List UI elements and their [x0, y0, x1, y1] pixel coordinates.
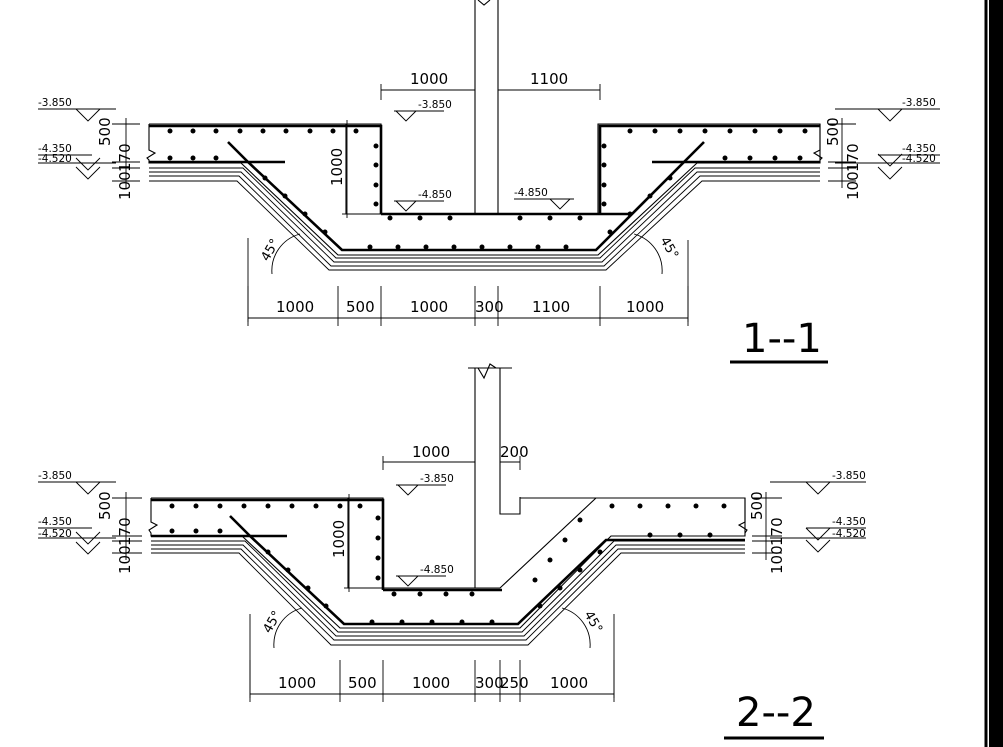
rebar-dots-2	[169, 503, 727, 625]
angle-left-1: 45°	[258, 237, 283, 264]
angle-left-2: 45°	[260, 609, 285, 636]
dim-right-500-1: 500	[824, 117, 842, 146]
dim-bottom-2-5: 250	[500, 674, 529, 692]
dim-right-500-2: 500	[748, 491, 766, 520]
elev-left-low-1: -4.520	[38, 153, 72, 165]
left-elevations-1: -3.850 -4.350 -4.520 500 170 100	[38, 97, 140, 200]
section-title-2: 2--2	[724, 690, 824, 740]
elev-right-mid-1: -4.350	[902, 143, 936, 155]
dim-left-500-1: 500	[96, 117, 114, 146]
right-elevations-1: -3.850 -4.350 -4.520 500 170 100	[824, 97, 940, 200]
dim-right-170-2: 170	[768, 517, 786, 546]
dim-left-170-2: 170	[116, 517, 134, 546]
bottom-dims-2: 1000 500 1000 300 250 1000	[249, 660, 615, 702]
dim-top-1-2: 1100	[530, 70, 568, 88]
elev-left-low-2: -4.520	[38, 528, 72, 540]
elev-right-top-2: -3.850	[832, 470, 866, 482]
section-1-1: -3.850 -4.350 -4.520 500 170 100 -3.850 …	[38, 0, 940, 364]
cushion-layers-2	[151, 540, 745, 646]
elev-left-mid-2: -4.350	[38, 516, 72, 528]
elev-right-mid-2: -4.350	[832, 516, 866, 528]
dim-bottom-1-3: 1000	[410, 298, 448, 316]
section-title-1: 1--1	[730, 316, 828, 364]
dim-right-170-1: 170	[844, 143, 862, 172]
column-2	[468, 363, 521, 588]
bottom-dims-1: 1000 500 1000 300 1100 1000	[247, 286, 689, 326]
section-2-2: -3.850 -4.350 -4.520 500 170 100 -3.850 …	[38, 363, 866, 740]
elev-pit-top-2: -3.850	[420, 473, 454, 485]
elev-pit-top-1: -3.850	[418, 99, 452, 111]
dim-left-500-2: 500	[96, 491, 114, 520]
elev-right-low-1: -4.520	[902, 153, 936, 165]
right-elevations-2: -3.850 -4.350 -4.520 500 170 100	[748, 470, 866, 574]
dim-top-2-2: 200	[500, 443, 529, 461]
elev-left-mid-1: -4.350	[38, 143, 72, 155]
rebar-dots-1	[167, 128, 808, 250]
elev-right-low-2: -4.520	[832, 528, 866, 540]
dim-left-100-2: 100	[116, 545, 134, 574]
elev-pit-left-bottom-1: -4.850	[418, 189, 452, 201]
dim-bottom-2-1: 1000	[278, 674, 316, 692]
pit-elevations-1: -3.850 -4.850 -4.850	[394, 99, 574, 212]
drawing-frame	[984, 0, 1003, 747]
dim-bottom-2-4: 300	[475, 674, 504, 692]
top-dims-1: 1000 1100	[380, 70, 601, 100]
elev-right-top-1: -3.850	[902, 97, 936, 109]
top-dims-2: 1000 200	[382, 443, 529, 470]
dim-bottom-2-6: 1000	[550, 674, 588, 692]
elev-left-top-1: -3.850	[38, 97, 72, 109]
elev-pit-right-bottom-1: -4.850	[514, 187, 548, 199]
elev-left-top-2: -3.850	[38, 470, 72, 482]
section-label-1-1: 1--1	[742, 316, 822, 362]
depth-dim-2: 1000	[330, 494, 354, 592]
dim-left-100-1: 100	[116, 171, 134, 200]
column-1	[474, 0, 499, 214]
dim-bottom-1-5: 1100	[532, 298, 570, 316]
dim-bottom-1-1: 1000	[276, 298, 314, 316]
slab-outline-1	[146, 123, 823, 256]
dim-depth-1: 1000	[328, 148, 346, 186]
dim-right-100-1: 100	[844, 171, 862, 200]
depth-dim-1: 1000	[328, 120, 352, 218]
dim-depth-2: 1000	[330, 520, 348, 558]
dim-left-170-1: 170	[116, 143, 134, 172]
dim-bottom-2-2: 500	[348, 674, 377, 692]
dim-bottom-2-3: 1000	[412, 674, 450, 692]
dim-bottom-1-2: 500	[346, 298, 375, 316]
pit-elevations-2: -3.850 -4.850	[396, 473, 454, 587]
elev-pit-bottom-2: -4.850	[420, 564, 454, 576]
dim-bottom-1-6: 1000	[626, 298, 664, 316]
section-label-2-2: 2--2	[736, 690, 816, 736]
dim-top-1-1: 1000	[410, 70, 448, 88]
angle-right-2: 45°	[581, 609, 606, 636]
dim-right-100-2: 100	[768, 545, 786, 574]
cushion-layers-1	[149, 167, 820, 271]
slab-outline-2	[148, 497, 748, 629]
dim-bottom-1-4: 300	[475, 298, 504, 316]
dim-top-2-1: 1000	[412, 443, 450, 461]
left-elevations-2: -3.850 -4.350 -4.520 500 170 100	[38, 470, 142, 574]
